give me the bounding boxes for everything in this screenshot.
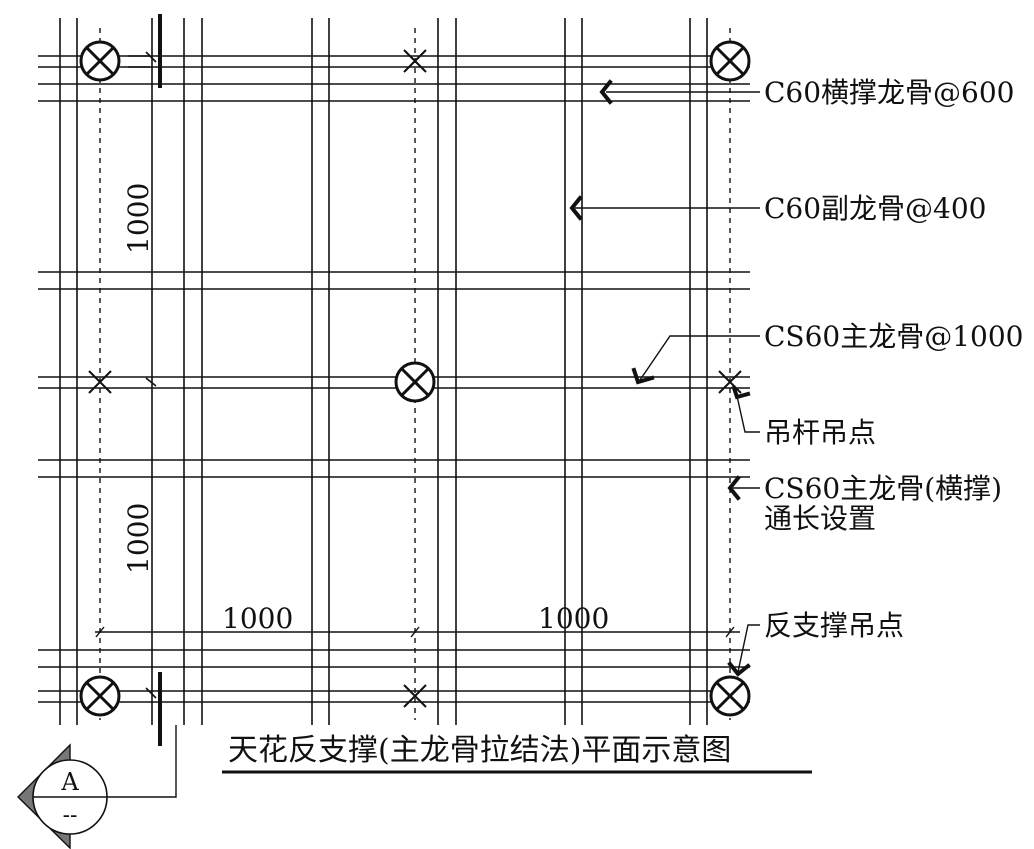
dim-vertical-top: 1000 (122, 183, 155, 254)
dim-horizontal-left: 1000 (222, 602, 293, 635)
label-cross-support: C60横撑龙骨@600 (764, 76, 1015, 109)
arrow-icon (631, 367, 655, 385)
x-mark-icon (718, 370, 742, 394)
horizontal-dimension-line (95, 626, 740, 638)
dim-vertical-bottom: 1000 (122, 503, 155, 574)
horizontal-cross-supports (38, 83, 750, 668)
reverse-support-points (79, 40, 751, 717)
x-mark-icon (403, 49, 427, 73)
section-marker-sub: -- (63, 803, 78, 828)
arrow-icon (569, 195, 583, 221)
section-marker: A -- (17, 725, 177, 849)
circle-x-icon (394, 361, 436, 403)
label-main-cross-line2: 通长设置 (764, 502, 876, 535)
leaders (575, 91, 760, 673)
arrow-icon (727, 475, 741, 501)
x-mark-icon (88, 370, 112, 394)
main-joists (38, 55, 750, 703)
arrow-icon (731, 385, 751, 400)
label-hanger-point: 吊杆吊点 (764, 416, 876, 449)
circle-x-icon (709, 675, 751, 717)
leader-arrows (569, 79, 751, 677)
arrow-icon (727, 661, 751, 677)
arrow-icon (599, 79, 613, 105)
hanger-rod-points (88, 49, 742, 708)
diagram-title: 天花反支撑(主龙骨拉结法)平面示意图 (228, 733, 731, 768)
circle-x-icon (79, 675, 121, 717)
circle-x-icon (79, 40, 121, 82)
label-main-joist: CS60主龙骨@1000 (764, 320, 1024, 353)
section-marker-letter: A (60, 768, 79, 796)
circle-x-icon (709, 40, 751, 82)
x-mark-icon (403, 684, 427, 708)
vertical-joists (59, 18, 708, 725)
label-reverse-support-point: 反支撑吊点 (764, 609, 904, 642)
label-secondary-joist: C60副龙骨@400 (764, 192, 987, 225)
label-main-cross-line1: CS60主龙骨(横撑) (764, 472, 1002, 505)
dim-horizontal-right: 1000 (538, 602, 609, 635)
end-bar-ticks (128, 51, 157, 699)
